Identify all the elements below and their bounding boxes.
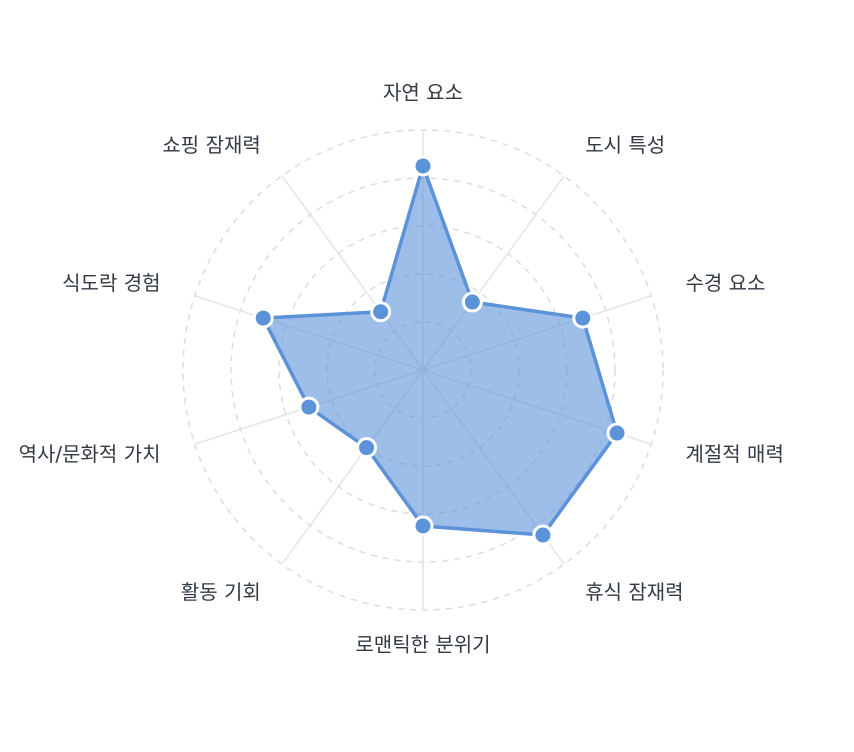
- data-point[interactable]: [356, 437, 378, 459]
- data-point[interactable]: [606, 422, 628, 444]
- data-point[interactable]: [572, 307, 594, 329]
- axis-label: 역사/문화적 가치: [19, 442, 161, 466]
- data-point[interactable]: [412, 515, 434, 537]
- data-point[interactable]: [298, 396, 320, 418]
- data-point[interactable]: [461, 291, 483, 313]
- axis-label: 식도락 경험: [62, 271, 160, 295]
- data-point[interactable]: [412, 155, 434, 177]
- axis-label: 자연 요소: [383, 81, 463, 105]
- axis-label: 쇼핑 잠재력: [162, 133, 260, 157]
- radar-series: [252, 155, 628, 546]
- data-point[interactable]: [370, 301, 392, 323]
- data-point[interactable]: [532, 524, 554, 546]
- axis-label: 계절적 매력: [685, 442, 783, 466]
- axis-label: 휴식 잠재력: [585, 580, 683, 604]
- axis-label: 도시 특성: [585, 133, 665, 157]
- axis-label: 로맨틱한 분위기: [355, 633, 490, 657]
- axis-label: 수경 요소: [685, 271, 765, 295]
- data-point[interactable]: [252, 307, 274, 329]
- series-area: [261, 164, 619, 537]
- axis-label: 활동 기회: [181, 580, 261, 604]
